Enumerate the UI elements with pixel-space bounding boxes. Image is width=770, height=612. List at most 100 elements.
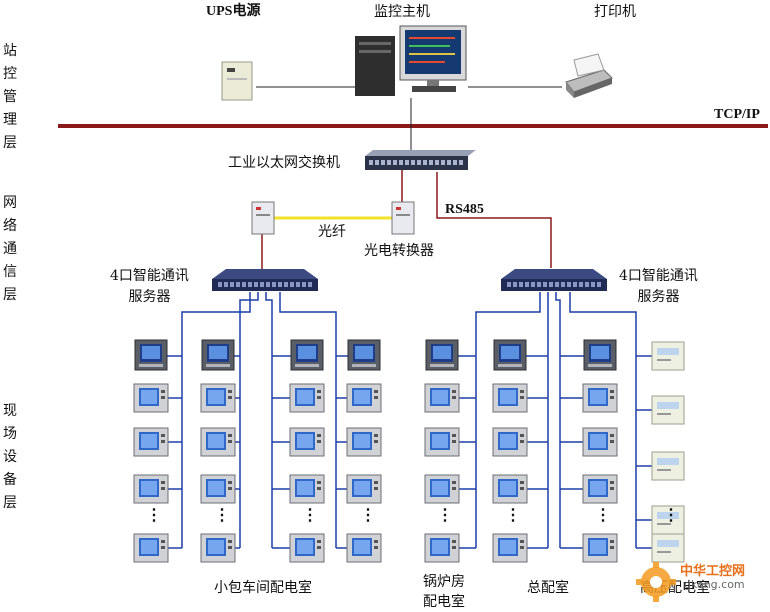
meter-icon	[492, 474, 528, 504]
ellipsis-marker: ⋮	[437, 505, 453, 524]
layer-label-network: 网络通信层	[2, 192, 18, 307]
server-port	[236, 282, 240, 287]
layer-char: 控	[3, 66, 17, 82]
meter-icon	[346, 383, 382, 413]
protection-relay-icon	[651, 533, 685, 563]
server-port	[537, 282, 541, 287]
switch-port	[369, 160, 373, 165]
meter-icon	[582, 383, 618, 413]
layer-char: 层	[3, 287, 17, 303]
ellipsis-marker: ⋮	[505, 505, 521, 524]
panel-meter-icon	[290, 339, 324, 371]
ethernet-switch-icon	[365, 150, 476, 170]
meter-icon	[492, 533, 528, 563]
meter-icon	[289, 474, 325, 504]
ellipsis-marker: ⋮	[214, 505, 230, 524]
meter-icon	[346, 474, 382, 504]
meter-icon	[424, 427, 460, 457]
panel-meter-icon	[201, 339, 235, 371]
server-port	[579, 282, 583, 287]
server-port	[561, 282, 565, 287]
switch-port	[429, 160, 433, 165]
server-port	[272, 282, 276, 287]
server-port	[224, 282, 228, 287]
panel-meter-icon	[493, 339, 527, 371]
switch-label: 工业以太网交换机	[228, 155, 340, 171]
meter-icon	[133, 533, 169, 563]
server-port	[543, 282, 547, 287]
layer-char: 网	[3, 195, 17, 211]
feeder-line	[265, 292, 273, 548]
printer-icon	[565, 53, 613, 98]
panel-meter-icon	[583, 339, 617, 371]
gear-logo-icon	[636, 562, 676, 602]
room-label-boiler: 锅炉房 配电室	[423, 574, 465, 610]
meter-icon	[346, 427, 382, 457]
server-port	[218, 282, 222, 287]
feeder-line	[569, 292, 637, 548]
feeder-line	[475, 292, 541, 548]
ellipsis-marker: ⋮	[360, 505, 376, 524]
server-port	[266, 282, 270, 287]
ellipsis-marker: ⋮	[663, 505, 679, 524]
server-port	[242, 282, 246, 287]
server-port	[567, 282, 571, 287]
meter-icon	[133, 383, 169, 413]
meter-icon	[424, 533, 460, 563]
feeder-line	[239, 292, 259, 548]
meter-icon	[200, 383, 236, 413]
server-port	[248, 282, 252, 287]
layer-char: 理	[3, 112, 17, 128]
meter-icon	[492, 427, 528, 457]
server-port	[513, 282, 517, 287]
panel-meter-icon	[134, 339, 168, 371]
server-port	[549, 282, 553, 287]
converter-label: 光电转换器	[364, 243, 434, 259]
server-port	[308, 282, 312, 287]
switch-port	[381, 160, 385, 165]
switch-port	[435, 160, 439, 165]
meter-icon	[289, 427, 325, 457]
server-port	[597, 282, 601, 287]
switch-port	[453, 160, 457, 165]
switch-port	[405, 160, 409, 165]
layer-char: 场	[3, 426, 17, 442]
meter-icon	[424, 474, 460, 504]
meter-icon	[582, 427, 618, 457]
meter-icon	[289, 533, 325, 563]
switch-port	[459, 160, 463, 165]
layer-char: 络	[3, 218, 17, 234]
protection-relay-icon	[651, 395, 685, 425]
meter-icon	[200, 427, 236, 457]
watermark-title: 中华工控网	[680, 564, 746, 579]
server-port	[302, 282, 306, 287]
protection-relay-icon	[651, 505, 685, 535]
room-label-main: 总配室	[527, 580, 569, 596]
ellipsis-marker: ⋮	[595, 505, 611, 524]
protection-relay-icon	[651, 451, 685, 481]
printer-label: 打印机	[594, 4, 636, 20]
meter-icon	[133, 474, 169, 504]
feeder-line	[555, 292, 561, 548]
switch-port	[393, 160, 397, 165]
layer-label-station: 站控管理层	[2, 40, 18, 155]
server-port	[555, 282, 559, 287]
meter-icon	[289, 383, 325, 413]
fiber-label: 光纤	[318, 224, 346, 240]
server-port	[531, 282, 535, 287]
meter-icon	[346, 533, 382, 563]
server-port	[230, 282, 234, 287]
watermark: 中华工控网 gkong.com	[634, 556, 764, 608]
ellipsis-marker: ⋮	[302, 505, 318, 524]
monitor-host-icon	[355, 25, 467, 96]
layer-char: 层	[3, 495, 17, 511]
server-port	[284, 282, 288, 287]
meter-icon	[133, 427, 169, 457]
converter-right-icon	[391, 201, 415, 235]
switch-port	[423, 160, 427, 165]
server-port	[585, 282, 589, 287]
server-port	[278, 282, 282, 287]
server-port	[591, 282, 595, 287]
switch-port	[411, 160, 415, 165]
